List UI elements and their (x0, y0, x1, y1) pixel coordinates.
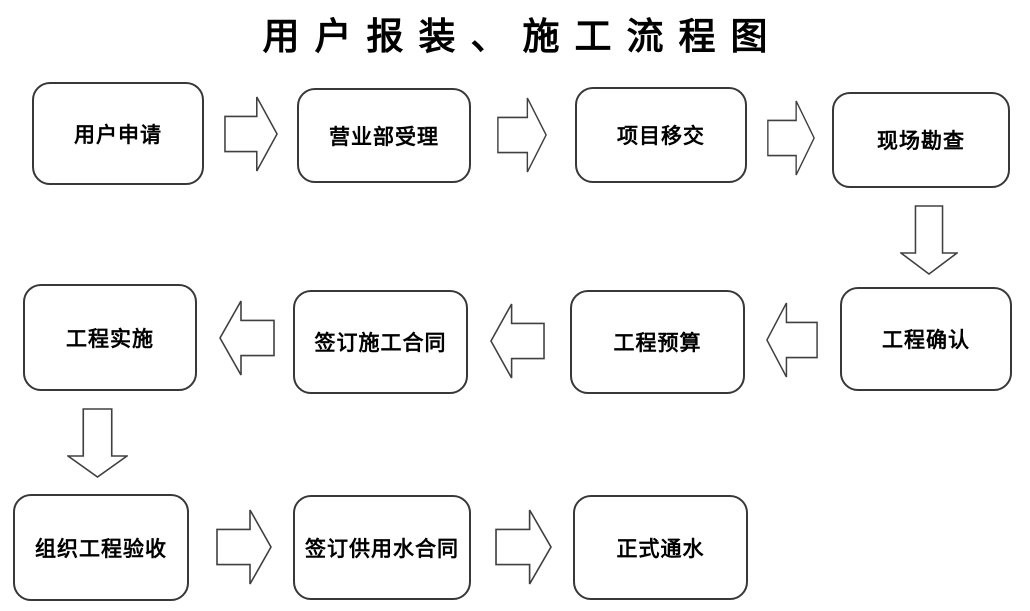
node-official-water-supply: 正式通水 (573, 495, 748, 600)
arrow-down-icon (900, 205, 958, 275)
arrow-down-icon (67, 408, 128, 478)
node-label: 现场勘查 (877, 129, 965, 153)
node-label: 签订供用水合同 (305, 536, 459, 561)
node-project-handover: 项目移交 (575, 87, 747, 183)
arrow-right-icon (495, 509, 552, 585)
arrow-left-icon (766, 302, 818, 378)
node-label: 工程实施 (66, 326, 154, 351)
arrow-right-icon (497, 97, 547, 173)
node-label: 工程确认 (882, 328, 970, 352)
node-project-budget: 工程预算 (570, 290, 745, 394)
node-project-implementation: 工程实施 (23, 284, 197, 391)
arrow-left-icon (490, 303, 545, 379)
node-organize-project-acceptance: 组织工程验收 (13, 494, 189, 601)
node-label: 用户申请 (74, 122, 162, 147)
node-label: 组织工程验收 (35, 536, 167, 561)
node-site-survey: 现场勘查 (832, 92, 1010, 188)
node-label: 项目移交 (617, 124, 705, 148)
node-label: 正式通水 (616, 536, 705, 561)
arrow-right-icon (767, 100, 815, 176)
node-label: 营业部受理 (329, 124, 439, 149)
node-sign-construction-contract: 签订施工合同 (293, 290, 468, 394)
node-project-confirmation: 工程确认 (840, 287, 1012, 391)
arrow-right-icon (216, 509, 272, 585)
arrow-right-icon (224, 96, 278, 172)
node-label: 签订施工合同 (314, 331, 447, 355)
node-label: 工程预算 (613, 331, 702, 355)
page-title: 用户报装、施工流程图 (262, 17, 783, 58)
node-sign-water-supply-contract: 签订供用水合同 (293, 495, 471, 600)
arrow-left-icon (219, 300, 275, 376)
node-user-application: 用户申请 (32, 82, 204, 185)
node-business-dept-acceptance: 营业部受理 (297, 88, 471, 183)
